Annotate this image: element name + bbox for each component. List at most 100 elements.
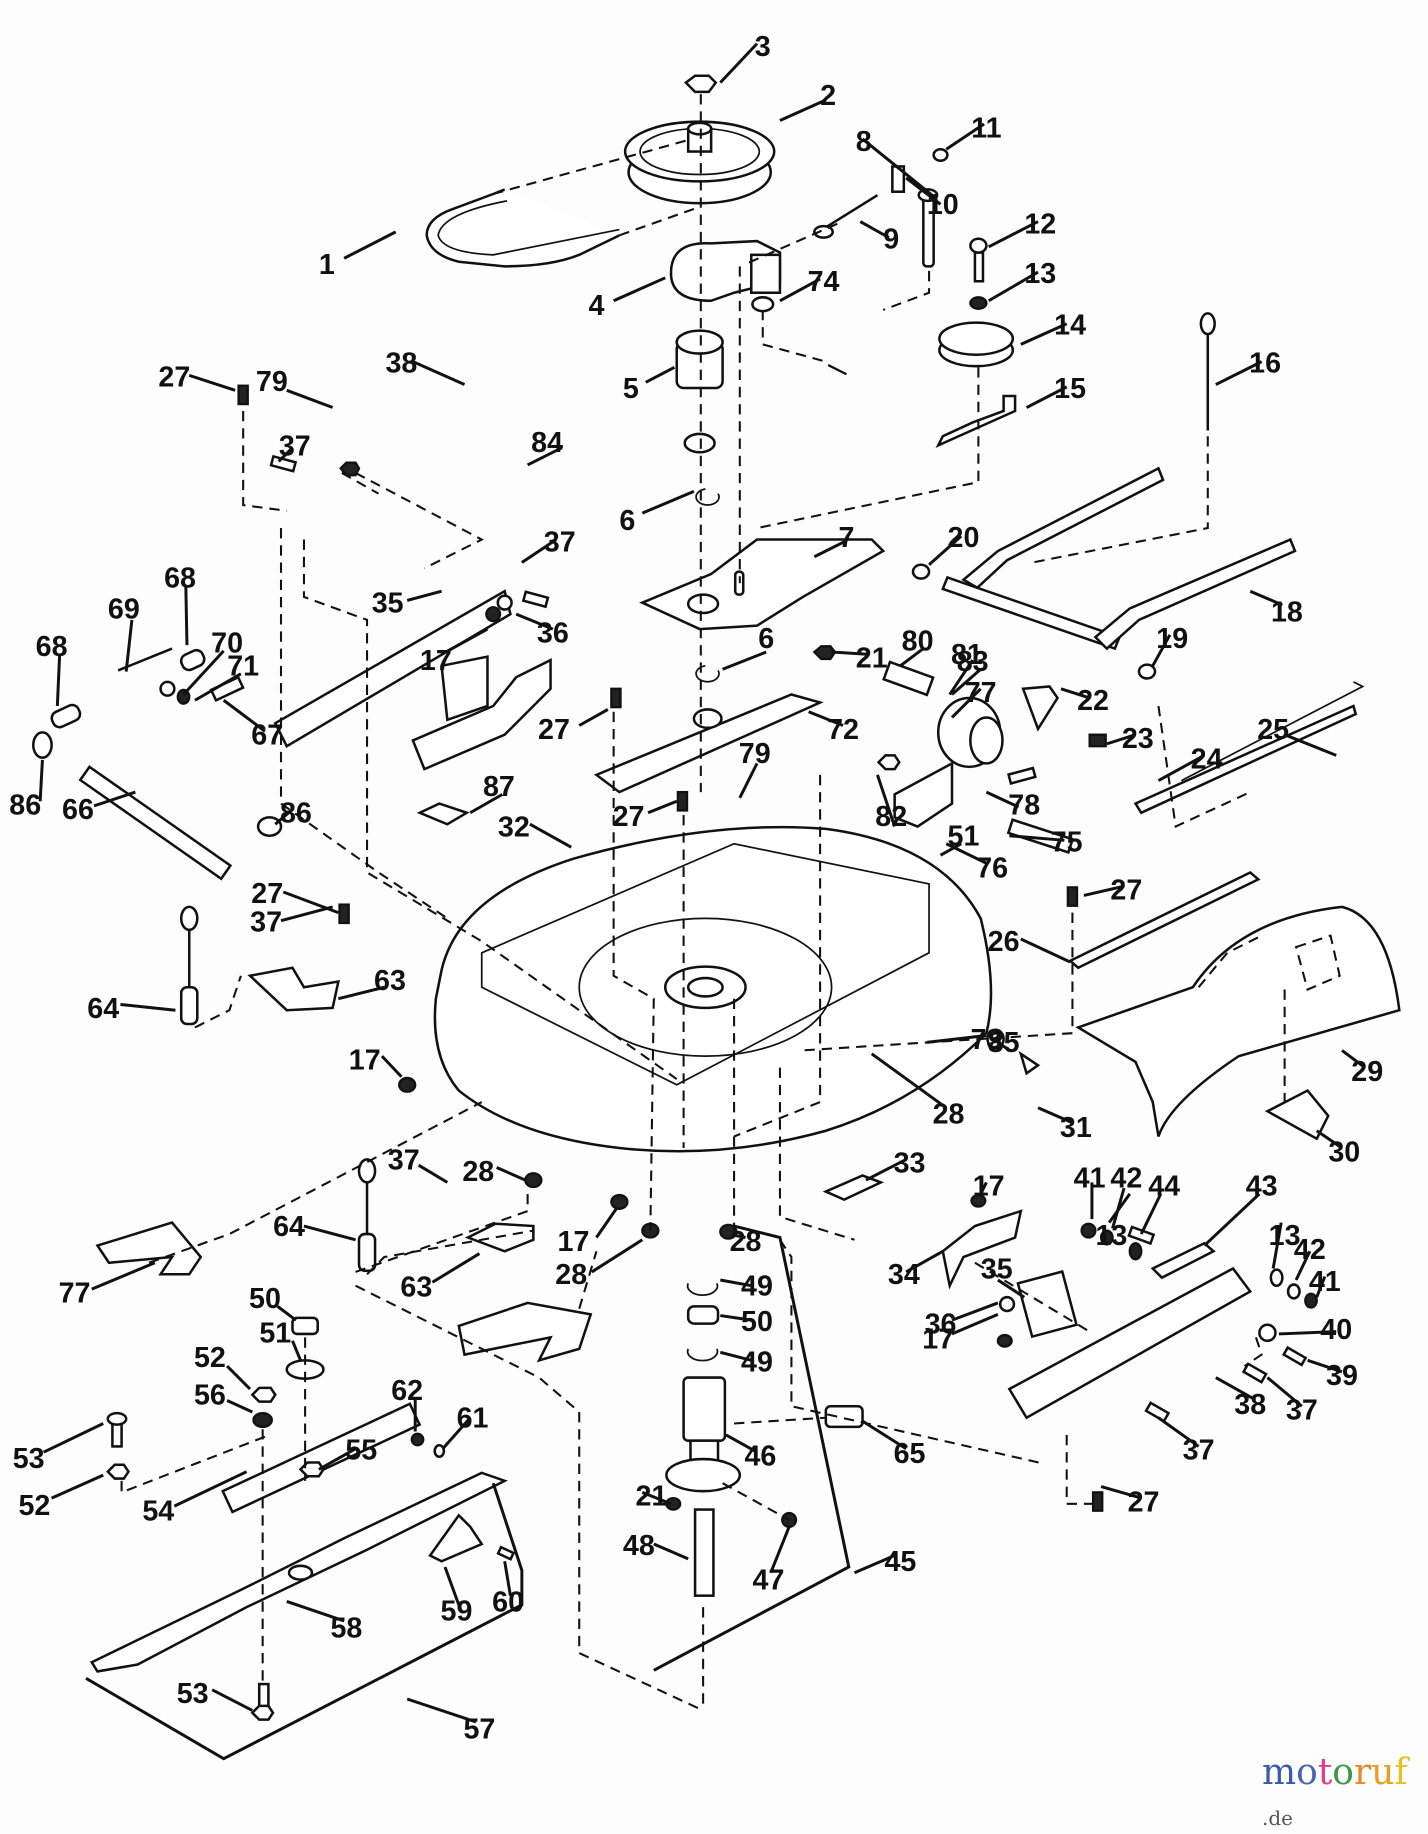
leader-line xyxy=(93,790,136,808)
callout-15: 15 xyxy=(1025,373,1086,409)
leader-line xyxy=(343,230,397,260)
callout-11: 11 xyxy=(945,112,1002,151)
callout-number: 28 xyxy=(462,1156,494,1188)
leader-line xyxy=(286,1599,345,1623)
callout-71: 71 xyxy=(194,651,259,702)
part-pulley-2 xyxy=(623,120,776,205)
callout-13: 13 xyxy=(1269,1220,1301,1269)
watermark-tld: .de xyxy=(1262,1806,1293,1830)
callout-number: 71 xyxy=(227,651,259,683)
callout-number: 30 xyxy=(1328,1136,1360,1168)
leader-line xyxy=(951,1313,999,1336)
callout-4: 4 xyxy=(588,276,666,322)
callout-12: 12 xyxy=(988,209,1056,249)
callout-number: 12 xyxy=(1024,209,1056,241)
callout-86: 86 xyxy=(274,798,312,830)
callout-57: 57 xyxy=(406,1697,495,1746)
callout-number: 55 xyxy=(345,1435,377,1467)
callout-25: 25 xyxy=(1257,714,1337,757)
callout-27: 27 xyxy=(538,708,609,746)
callout-number: 41 xyxy=(1309,1266,1341,1298)
callout-number: 19 xyxy=(1156,623,1188,655)
callout-59: 59 xyxy=(441,1566,473,1627)
callout-number: 3 xyxy=(755,31,771,63)
leader-line xyxy=(905,176,942,206)
leader-line xyxy=(870,1052,948,1109)
leader-line xyxy=(1020,322,1068,346)
part-bracket-38 xyxy=(273,589,512,748)
callout-number: 35 xyxy=(372,588,404,620)
leader-line xyxy=(443,1566,461,1606)
callout-55: 55 xyxy=(318,1435,377,1471)
callout-43: 43 xyxy=(1203,1171,1278,1247)
callout-6: 6 xyxy=(722,623,774,671)
callout-number: 47 xyxy=(753,1564,785,1596)
callout-19: 19 xyxy=(1151,623,1188,667)
leader-line xyxy=(1271,1222,1283,1269)
callout-number: 74 xyxy=(808,266,840,298)
callout-42: 42 xyxy=(1110,1163,1142,1229)
callout-number: 18 xyxy=(1271,597,1303,629)
callout-44: 44 xyxy=(1139,1171,1180,1235)
callout-number: 52 xyxy=(194,1342,226,1374)
callout-77: 77 xyxy=(59,1261,156,1309)
callout-number: 38 xyxy=(1234,1389,1266,1421)
callout-number: 59 xyxy=(441,1595,473,1627)
callout-number: 23 xyxy=(1122,723,1154,755)
leader-line xyxy=(951,668,982,696)
leader-line xyxy=(120,1002,176,1012)
leader-line xyxy=(1341,1049,1366,1069)
watermark-letter: u xyxy=(1371,1752,1395,1793)
callout-83: 83 xyxy=(951,646,989,696)
callout-number: 57 xyxy=(463,1714,495,1746)
leader-line xyxy=(578,708,609,727)
leader-line xyxy=(91,1261,156,1291)
part-discharge-chute xyxy=(1075,905,1401,1137)
callout-41: 41 xyxy=(1074,1163,1106,1220)
callout-number: 17 xyxy=(973,1171,1005,1203)
callout-number: 78 xyxy=(1008,790,1040,822)
callout-number: 10 xyxy=(927,189,959,221)
callout-number: 61 xyxy=(457,1403,489,1435)
callout-58: 58 xyxy=(286,1599,362,1645)
callout-number: 15 xyxy=(1054,373,1086,405)
watermark-letter: m xyxy=(1262,1752,1297,1793)
part-drawings xyxy=(32,74,1401,1721)
callout-28: 28 xyxy=(555,1238,644,1291)
leader-line xyxy=(613,276,666,303)
callout-31: 31 xyxy=(1037,1106,1092,1144)
callout-number: 37 xyxy=(250,907,282,939)
callout-29: 29 xyxy=(1341,1049,1383,1088)
leader-line xyxy=(318,1447,357,1471)
group-brackets xyxy=(85,1224,851,1761)
leader-line xyxy=(987,270,1039,303)
part-spindle xyxy=(665,1283,864,1597)
leader-line xyxy=(521,538,558,564)
callout-56: 56 xyxy=(194,1380,253,1414)
callout-number: 25 xyxy=(1257,714,1289,746)
callout-21: 21 xyxy=(636,1481,672,1513)
leader-line xyxy=(769,1526,791,1574)
callout-number: 85 xyxy=(988,1027,1020,1059)
callout-number: 87 xyxy=(483,771,515,803)
callout-number: 65 xyxy=(894,1438,926,1470)
leader-line xyxy=(813,540,845,559)
leader-line xyxy=(277,446,294,463)
leader-line xyxy=(1294,1250,1312,1281)
callout-64: 64 xyxy=(273,1211,356,1243)
callout-37: 37 xyxy=(1266,1376,1318,1427)
callout-75: 75 xyxy=(1009,826,1083,858)
part-belt xyxy=(425,188,620,268)
part-lift-arm xyxy=(941,575,1122,651)
callout-52: 52 xyxy=(194,1342,252,1391)
leader-line xyxy=(950,687,982,719)
callout-number: 39 xyxy=(1326,1360,1358,1392)
callout-37: 37 xyxy=(1157,1416,1215,1467)
callout-18: 18 xyxy=(1249,589,1303,629)
leader-line xyxy=(337,985,385,1001)
callout-number: 26 xyxy=(988,926,1020,958)
part-blade-assembly xyxy=(89,1316,516,1721)
callout-number: 6 xyxy=(758,623,774,655)
callout-number: 46 xyxy=(745,1440,777,1472)
